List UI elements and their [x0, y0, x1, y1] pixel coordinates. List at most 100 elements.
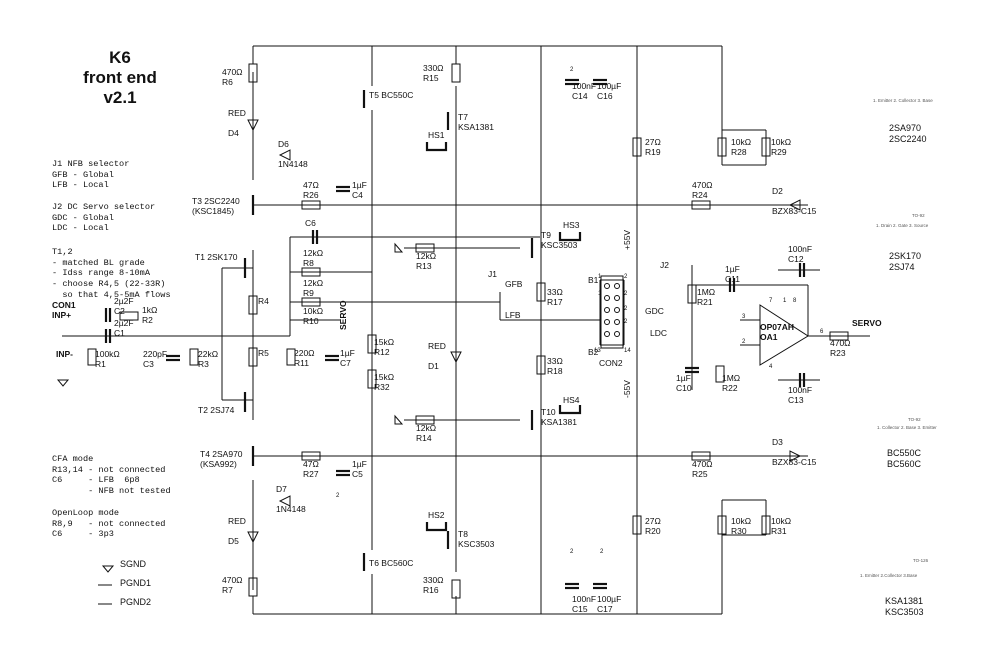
pin-number: 1	[783, 298, 787, 304]
label-t2: T2 2SJ74	[198, 405, 235, 415]
pin-number: 6	[820, 329, 824, 335]
transistors	[243, 90, 534, 571]
pin-number: 1	[598, 274, 602, 280]
pinout-bc550c: 1. Collector 2. Base 3. Emitter	[877, 425, 937, 430]
pin-number: 13	[594, 348, 601, 354]
note-t12: T1,2- matched BL grade- Idss range 8-10m…	[52, 247, 171, 300]
pin-number: 2	[624, 291, 628, 297]
label-gfb: GFB	[505, 279, 523, 289]
pin-number: 2	[600, 549, 604, 555]
pkg-label-to92-a: TO-92	[912, 213, 925, 218]
label-c6: C6	[305, 218, 316, 228]
label-t4: T4 2SA970(KSA992)	[200, 449, 243, 469]
label-hs4: HS4	[563, 395, 580, 405]
label-n55: -55V	[622, 380, 632, 398]
pin-number: 4	[769, 364, 773, 370]
pin-number: 2	[742, 339, 746, 345]
label-r4: R4	[258, 296, 269, 306]
label-hs1: HS1	[428, 130, 445, 140]
pin-number: 2	[336, 493, 340, 499]
resistors	[87, 63, 849, 599]
label-t3: T3 2SC2240(KSC1845)	[192, 196, 240, 216]
pkg-label-to92-b: TO-92	[908, 417, 921, 422]
pinout-ksa1381: 1. Emitter 2.Collector 3.Base	[860, 573, 918, 578]
pin-number: 2	[624, 274, 628, 280]
legend-pgnd2: PGND2	[120, 597, 152, 607]
heatsinks	[425, 142, 582, 532]
label-t1: T1 2SK170	[195, 252, 238, 262]
power-rails	[252, 45, 767, 615]
opamp-oa1	[759, 304, 809, 366]
pin-number: 1	[598, 291, 602, 297]
pinout-2sa970: 1. Emitter 2. Collector 3. Base	[873, 98, 933, 103]
legend-sgnd: SGND	[120, 559, 147, 569]
label-t6: T6 BC560C	[369, 558, 413, 568]
ground-symbols	[56, 242, 404, 605]
pin-number: 7	[769, 298, 773, 304]
label-r5: R5	[258, 348, 269, 358]
label-t5: T5 BC550C	[369, 90, 413, 100]
pin-number: 8	[793, 298, 797, 304]
label-hs3: HS3	[563, 220, 580, 230]
pin-number: 2	[624, 319, 628, 325]
label-j1: J1	[488, 269, 497, 279]
pin-number: 3	[742, 314, 746, 320]
capacitors	[104, 78, 806, 590]
diodes	[247, 119, 802, 544]
